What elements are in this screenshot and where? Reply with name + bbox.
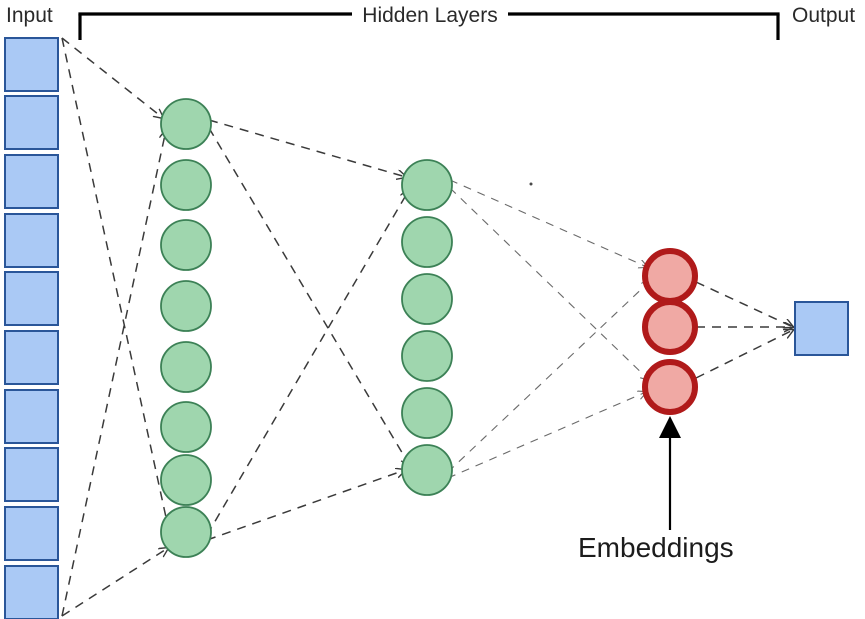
edge-hidden1-to-hidden2	[206, 190, 409, 536]
hidden-node-layer1	[160, 506, 212, 558]
input-node	[4, 213, 59, 268]
edge-hidden2-to-embeddings	[447, 392, 646, 479]
network-nodes	[4, 37, 849, 619]
embeddings-label: Embeddings	[578, 532, 734, 563]
input-layer-label: Input	[6, 4, 53, 27]
hidden-layers-bracket	[78, 12, 780, 40]
embeddings-arrow-head	[659, 416, 681, 438]
edge-input-to-hidden1	[61, 548, 168, 617]
edge-hidden1-to-hidden2	[208, 127, 410, 466]
edge-input-to-hidden1	[61, 37, 163, 118]
input-node	[4, 506, 59, 561]
input-node	[4, 565, 59, 619]
input-node	[4, 447, 59, 502]
output-layer-label: Output	[792, 4, 855, 27]
hidden-node-layer1	[160, 280, 212, 332]
hidden-node-layer1	[160, 159, 212, 211]
edge-hidden2-to-embeddings	[449, 187, 649, 380]
edge-hidden2-to-embeddings	[447, 281, 650, 473]
hidden-node-layer2	[401, 159, 453, 211]
hidden-node-layer1	[160, 454, 212, 506]
input-node	[4, 154, 59, 209]
output-node	[794, 301, 849, 356]
hidden-node-layer2	[401, 330, 453, 382]
embeddings-pointer	[659, 416, 681, 530]
edge-input-to-hidden1	[61, 37, 172, 545]
edge-hidden1-to-hidden2	[208, 119, 406, 177]
edge-input-to-hidden1	[61, 130, 166, 617]
edge-hidden2-to-embeddings	[449, 179, 647, 267]
input-node	[4, 389, 59, 444]
hidden-node-layer1	[160, 98, 212, 150]
edge-embeddings-to-output	[695, 281, 793, 327]
input-node	[4, 330, 59, 385]
hidden-node-layer2	[401, 387, 453, 439]
connection-edges	[61, 37, 793, 617]
input-node	[4, 271, 59, 326]
hidden-node-layer2	[401, 273, 453, 325]
hidden-node-layer2	[401, 444, 453, 496]
input-node	[4, 37, 59, 92]
stray-dot-artifact	[529, 182, 533, 186]
edge-hidden1-to-hidden2	[206, 470, 405, 541]
hidden-layers-label: Hidden Layers	[362, 4, 497, 27]
hidden-node-layer1	[160, 219, 212, 271]
hidden-node-layer1	[160, 401, 212, 453]
edge-embeddings-to-output	[695, 330, 793, 379]
embedding-node	[642, 248, 698, 304]
hidden-node-layer2	[401, 216, 453, 268]
hidden-node-layer1	[160, 341, 212, 393]
embedding-node	[642, 359, 698, 415]
input-node	[4, 95, 59, 150]
embedding-node	[642, 299, 698, 355]
